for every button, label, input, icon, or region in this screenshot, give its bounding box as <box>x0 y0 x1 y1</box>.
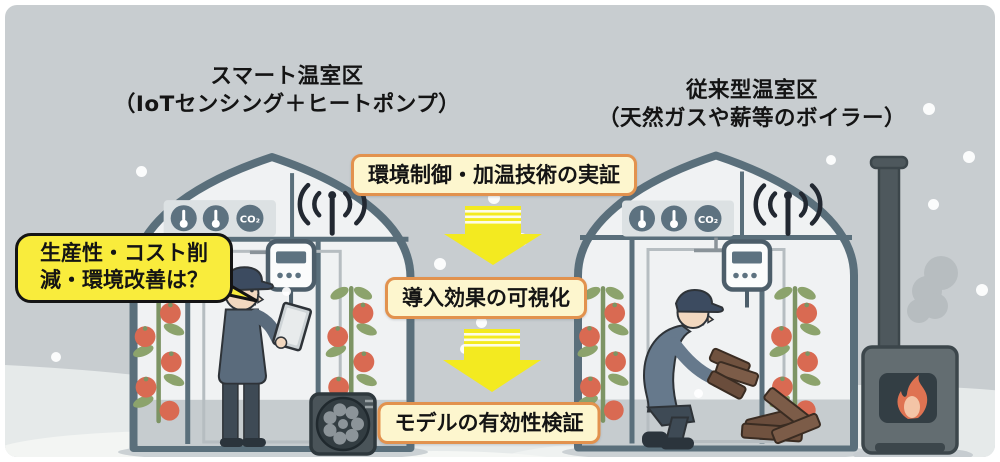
sensor-panel: CO₂ <box>163 200 277 237</box>
snowflake <box>976 284 988 296</box>
smoke-puff <box>907 256 958 323</box>
snowflake <box>476 317 487 328</box>
right-greenhouse-title: 従来型温室区 （天然ガスや薪等のボイラー） <box>547 77 957 134</box>
snowflake <box>963 151 975 163</box>
wifi-signal-icon <box>297 182 367 236</box>
flow-step-3: モデルの有効性検証 <box>377 402 601 444</box>
speech-bubble-line2: 減・環境改善は？ <box>40 267 208 292</box>
down-arrow-icon <box>443 329 541 392</box>
thermometer-icon <box>170 205 197 232</box>
flow-step-1: 環境制御・加温技術の実証 <box>351 154 637 196</box>
wood-stove <box>861 155 959 455</box>
speech-bubble-line1: 生産性・コスト削 <box>40 241 208 265</box>
snowflake <box>928 199 939 210</box>
left-title-line2: （IoTセンシング＋ヒートポンプ） <box>113 92 461 118</box>
controller-icon <box>721 239 773 308</box>
snowflake <box>136 166 147 177</box>
co2-icon-label: CO₂ <box>240 215 260 226</box>
snowflake <box>694 389 703 398</box>
speech-bubble: 生産性・コスト削 減・環境改善は？ <box>15 233 233 303</box>
co2-icon: CO₂ <box>236 204 264 232</box>
heat-pump-icon <box>309 392 377 456</box>
thermometer-icon <box>202 205 229 232</box>
cap <box>220 266 274 292</box>
cap <box>674 289 724 314</box>
thermometer-icon <box>629 205 655 232</box>
winter-scene: CO₂ <box>5 5 995 457</box>
right-title-line2: （天然ガスや薪等のボイラー） <box>597 106 906 132</box>
snowflake <box>282 287 291 296</box>
right-title-line1: 従来型温室区 <box>685 78 818 103</box>
snowflake <box>826 155 836 165</box>
flow-step-2: 導入効果の可視化 <box>385 277 587 319</box>
left-title-line1: スマート温室区 <box>210 64 364 89</box>
thermometer-icon <box>661 205 687 232</box>
co2-icon-label: CO₂ <box>698 215 718 226</box>
sensor-panel: CO₂ <box>622 200 734 237</box>
controller-icon <box>265 239 317 308</box>
chimney <box>869 155 909 353</box>
co2-icon: CO₂ <box>694 205 722 232</box>
left-greenhouse-title: スマート温室区 （IoTセンシング＋ヒートポンプ） <box>67 63 507 120</box>
snowflake <box>923 103 935 115</box>
down-arrow-icon <box>444 206 542 265</box>
wifi-signal-icon <box>753 183 823 236</box>
snowflake <box>434 258 446 270</box>
snowflake <box>51 352 61 362</box>
